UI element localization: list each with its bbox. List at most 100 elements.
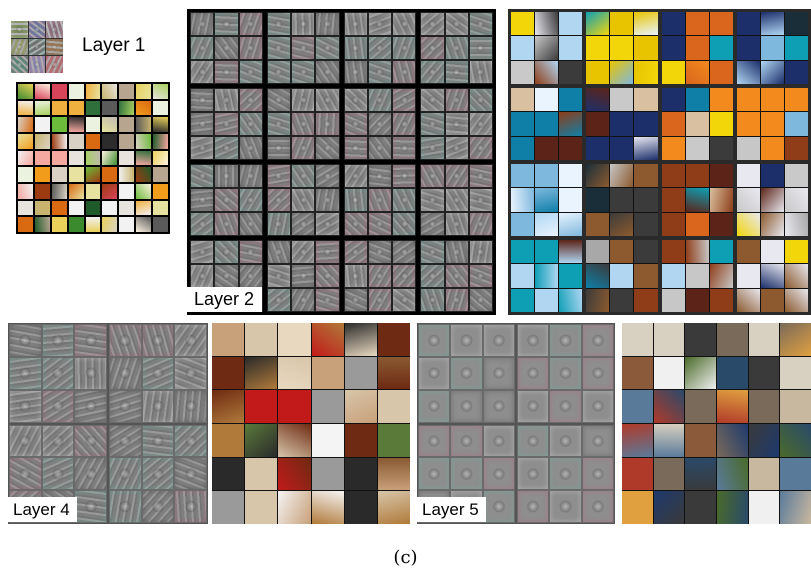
layer5-filter: [582, 458, 613, 490]
layer2-filter: [215, 61, 238, 83]
layer2-patch-block: [511, 164, 583, 236]
layer5-patch: [685, 323, 716, 356]
layer1-patch: [136, 150, 152, 166]
layer2-patch: [736, 212, 760, 236]
layer2-patch: [685, 88, 709, 112]
layer2-filter: [316, 189, 339, 211]
layer2-filter: [344, 137, 367, 159]
layer4-patch: [212, 491, 245, 524]
layer5-label: Layer 5: [417, 497, 486, 522]
layer2-filter: [445, 13, 468, 35]
layer2-filter: [316, 289, 339, 311]
layer5-patch: [685, 457, 716, 491]
layer2-patch: [784, 88, 808, 112]
layer2-patch: [634, 240, 658, 264]
layer1-patch: [51, 150, 67, 166]
layer1-patch: [136, 117, 152, 132]
layer5-patch: [716, 323, 748, 356]
layer2-patch: [661, 264, 685, 288]
layer1-patch: [51, 217, 67, 232]
layer2-patch: [760, 212, 784, 236]
layer1-filter: [46, 56, 63, 73]
layer1-patch: [119, 150, 135, 166]
layer4-patch: [212, 457, 245, 491]
layer5-filter: [518, 425, 549, 457]
layer5-patch: [780, 390, 811, 423]
layer4-patch: [311, 323, 344, 356]
layer5-filter: [419, 458, 450, 490]
layer1-patch: [119, 184, 135, 199]
layer5-filter: [419, 390, 450, 422]
layer1-patch: [68, 150, 84, 166]
layer1-patch: [102, 84, 118, 99]
layer2-patch: [586, 240, 610, 264]
layer1-patch: [153, 84, 168, 99]
layer2-filter: [393, 89, 416, 111]
layer4-filter: [75, 357, 106, 389]
layer2-filter: [239, 89, 262, 111]
layer1-patch: [136, 184, 152, 199]
layer5-filter: [483, 491, 514, 522]
layer2-patch: [634, 164, 658, 188]
layer2-patch: [559, 240, 583, 264]
layer5-patch: [780, 491, 811, 524]
layer4-patch: [377, 457, 410, 491]
layer1-patch: [136, 217, 152, 232]
layer2-patch: [535, 112, 559, 136]
layer4-patch: [344, 356, 377, 390]
layer2-filter: [368, 241, 391, 263]
layer5-patch: [685, 390, 716, 423]
layer2-filter-block: [420, 240, 493, 312]
layer2-patch: [709, 264, 733, 288]
layer2-filter: [344, 189, 367, 211]
layer2-patch-block: [661, 88, 733, 160]
layer2-patch: [634, 212, 658, 236]
layer2-patch: [736, 88, 760, 112]
layer2-patch: [709, 188, 733, 212]
layer4-patch: [311, 390, 344, 423]
layer4-filter: [42, 390, 74, 422]
layer1-patch: [153, 117, 168, 132]
layer2-filter: [344, 213, 367, 235]
layer2-filter: [368, 37, 391, 59]
layer4-filter: [110, 458, 141, 490]
layer5-patch: [622, 491, 653, 524]
layer2-patch: [760, 188, 784, 212]
layer2-filter: [421, 37, 444, 59]
layer2-filter: [344, 37, 367, 59]
layer4-patch: [311, 457, 344, 491]
layer2-filter-block: [343, 12, 417, 84]
layer4-filter: [10, 325, 41, 356]
layer5-patch: [716, 356, 748, 390]
layer2-filter: [292, 289, 315, 311]
layer1-patch: [18, 134, 33, 149]
layer2-patch: [784, 188, 808, 212]
layer2-filter: [215, 241, 238, 263]
layer2-patch: [511, 112, 535, 136]
layer5-filter: [451, 357, 482, 389]
layer2-patch: [511, 136, 535, 160]
layer2-filter: [344, 241, 367, 263]
layer1-patch: [18, 150, 33, 166]
layer2-patch: [661, 112, 685, 136]
layer2-filter: [368, 137, 391, 159]
layer4-filter-block: [109, 424, 207, 523]
layer2-patch: [559, 112, 583, 136]
layer2-filter: [267, 61, 290, 83]
layer2-filter: [445, 89, 468, 111]
layer2-filter: [445, 241, 468, 263]
layer2-patch: [610, 264, 634, 288]
layer2-patch: [736, 36, 760, 60]
layer2-patch: [784, 212, 808, 236]
layer5-filter: [518, 325, 549, 356]
layer2-filter: [344, 265, 367, 287]
layer4-filter: [10, 458, 41, 490]
layer2-patch-block: [586, 164, 658, 236]
layer4-filter-block: [9, 324, 107, 423]
layer2-filter: [445, 113, 468, 135]
layer2-filter: [316, 265, 339, 287]
layer2-filter: [292, 89, 315, 111]
layer1-patch: [85, 100, 101, 116]
layer1-patch: [153, 200, 168, 216]
layer1-patch: [119, 200, 135, 216]
